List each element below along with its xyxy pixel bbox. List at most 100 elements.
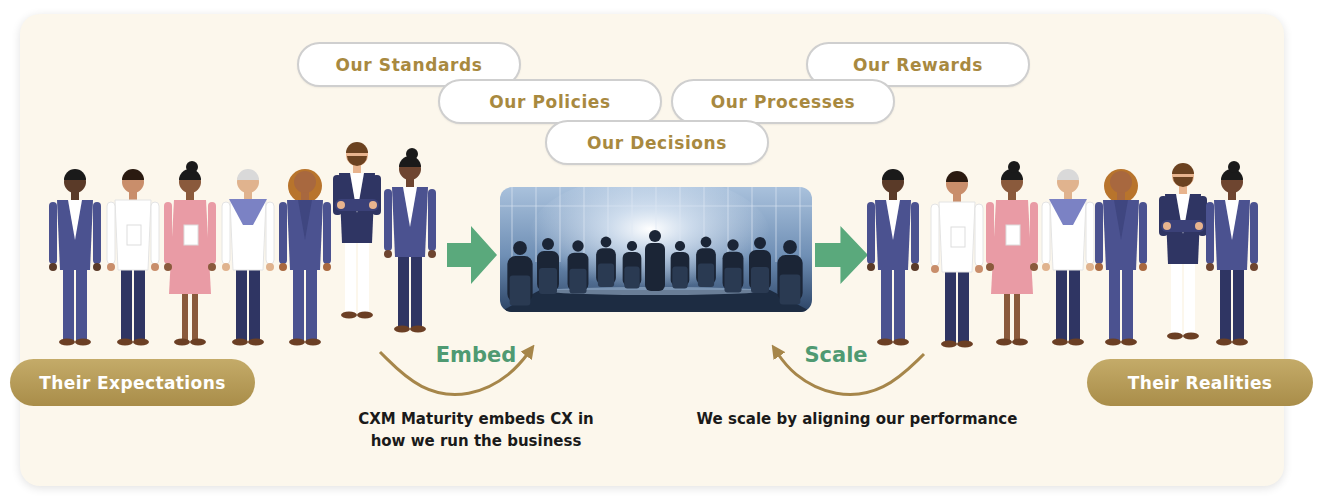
person-hair (1057, 169, 1079, 180)
person-shoe (133, 339, 149, 346)
person-shirt (1114, 200, 1128, 240)
person-leg (411, 249, 422, 328)
caption-text: We scale by aligning our performance (652, 408, 1062, 430)
person-hand (1042, 263, 1050, 271)
green-arrow (815, 226, 868, 284)
window-mullion (535, 187, 537, 262)
window-mullion (751, 187, 753, 262)
person-beard (1173, 177, 1193, 187)
person-arm (931, 204, 939, 266)
person-shoe (305, 339, 321, 346)
person-leg (1171, 256, 1182, 335)
window-mullion (775, 187, 777, 262)
person-leg (293, 262, 304, 341)
person-hand (867, 263, 875, 271)
person-leg (1109, 262, 1120, 341)
person-torso (875, 200, 911, 270)
person-hand (151, 263, 159, 271)
silhouette-head (783, 240, 797, 254)
person-shoe (174, 339, 190, 346)
seated-silhouette (568, 240, 589, 293)
person-leg (345, 235, 356, 314)
person-figure (931, 171, 983, 348)
person-arm (279, 202, 287, 264)
boardroom-photo (500, 187, 812, 312)
person-dress (169, 200, 211, 294)
person-figure (333, 142, 381, 319)
held-folder (184, 225, 198, 245)
person-hand (49, 263, 57, 271)
chair-back (510, 276, 531, 306)
value-pill: Our Decisions (545, 120, 769, 165)
audience-pill: Their Realities (1087, 359, 1313, 406)
seated-silhouette (671, 241, 690, 289)
person-leg (1184, 256, 1195, 335)
seated-silhouette (777, 240, 802, 304)
person-shoe (1232, 339, 1248, 346)
person-leg (1122, 262, 1133, 341)
person-arm (384, 189, 392, 251)
photo-glow (530, 187, 770, 295)
crossed-arms (335, 199, 379, 211)
hair-bun (186, 161, 198, 173)
person-shirt (1225, 200, 1239, 240)
person-leg (249, 262, 260, 341)
people-right (867, 161, 1258, 348)
silhouette-head (675, 241, 685, 251)
chair-back (569, 269, 586, 294)
person-shoe (357, 312, 373, 319)
person-arm (428, 189, 436, 251)
person-leg (358, 235, 369, 314)
node-text: Their Expectations (39, 373, 225, 393)
person-shirt (886, 200, 900, 240)
chair-back (724, 268, 741, 293)
silhouette-head (542, 238, 554, 250)
person-arm (1206, 202, 1214, 264)
person-figure (1042, 169, 1094, 346)
person-hand (279, 263, 287, 271)
person-leg (1014, 290, 1020, 340)
standing-body (645, 243, 665, 291)
node-text: Their Realities (1128, 373, 1273, 393)
person-torso (939, 202, 975, 272)
seated-silhouette (696, 237, 716, 287)
person-shoe (1068, 339, 1084, 346)
person-leg (958, 264, 969, 343)
person-arm (1042, 202, 1050, 264)
person-head (1110, 171, 1132, 193)
person-arm (208, 202, 216, 264)
person-arm (1086, 202, 1094, 264)
person-shoe (1216, 339, 1232, 346)
person-arm (1139, 202, 1147, 264)
person-figure (986, 161, 1038, 346)
person-arm (986, 202, 994, 264)
person-hair (1104, 169, 1138, 203)
person-shoe (75, 339, 91, 346)
person-hair (1172, 163, 1194, 174)
node-text: Our Rewards (853, 55, 983, 75)
node-text: Our Processes (711, 92, 856, 112)
person-hand (1206, 263, 1214, 271)
person-arm (323, 202, 331, 264)
person-arm (1030, 202, 1038, 264)
person-shoe (1183, 333, 1199, 340)
person-arm (1250, 202, 1258, 264)
seated-silhouette (723, 239, 744, 292)
person-leg (1220, 262, 1231, 341)
standing-head (649, 230, 661, 242)
person-hand (1095, 263, 1103, 271)
person-leg (236, 262, 247, 341)
person-torso (115, 200, 151, 270)
person-shirt (298, 200, 312, 240)
caption-text: CXM Maturity embeds CX in how we run the… (351, 408, 601, 452)
person-figure (164, 161, 216, 346)
person-arm (49, 202, 57, 264)
person-beard (347, 156, 367, 166)
person-shirt (403, 187, 417, 227)
person-torso (287, 200, 323, 270)
person-figure (1159, 163, 1207, 340)
hair-bun (406, 148, 418, 160)
person-shoe (410, 326, 426, 333)
